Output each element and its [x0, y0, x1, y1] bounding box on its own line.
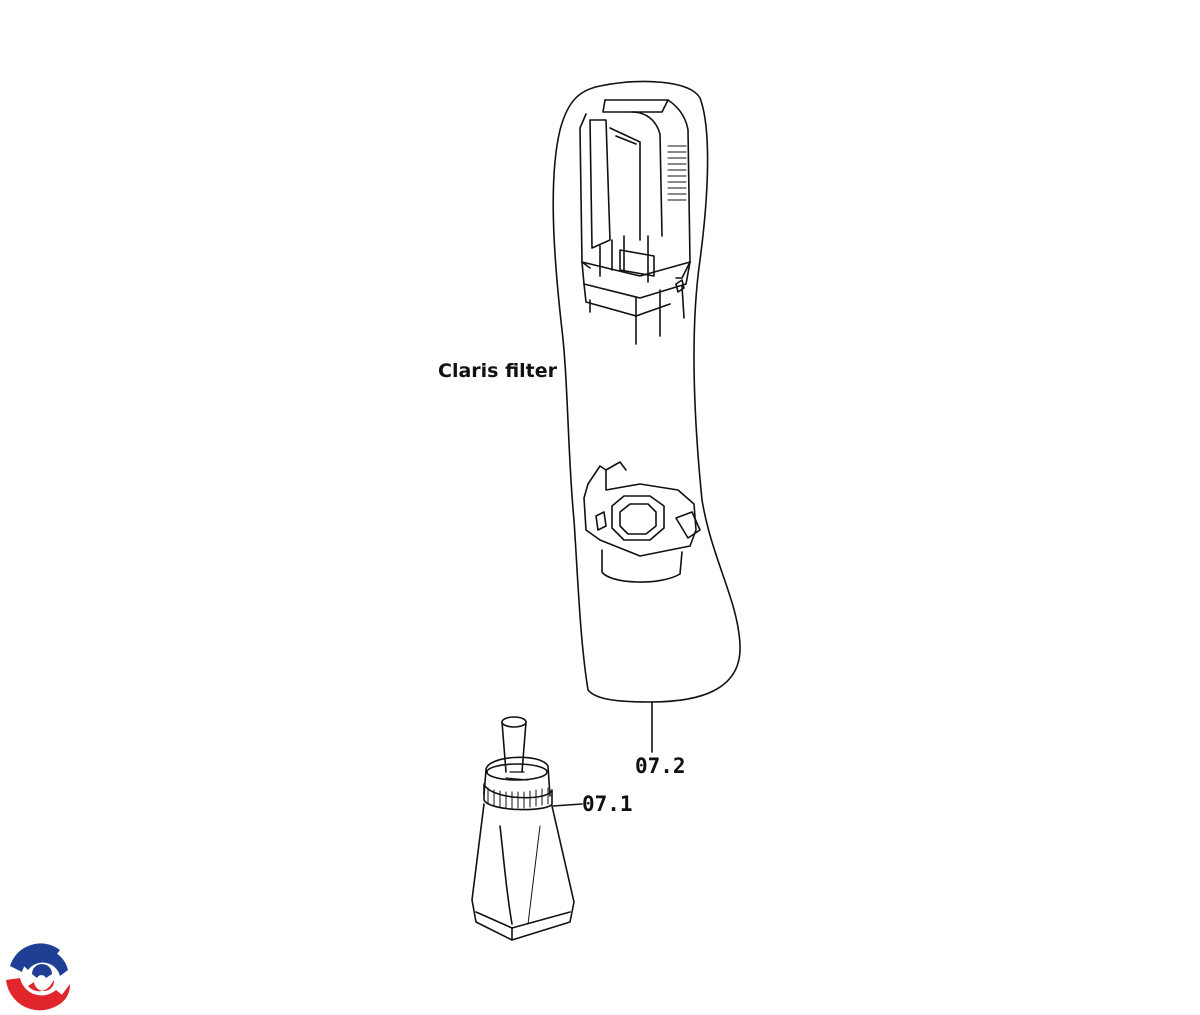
lower-hex-adapter — [583, 461, 701, 583]
callout-label-07-1: 07.1 — [582, 792, 633, 816]
diagram-title-label: Claris filter — [438, 360, 558, 382]
callout-label-07-2: 07.2 — [635, 754, 686, 778]
claris-filter-cartridge — [471, 716, 575, 941]
upper-handle-bracket — [579, 99, 691, 345]
filter-housing-outline — [552, 80, 741, 703]
callout-leader-07-1 — [552, 803, 583, 807]
brand-swirl-logo-icon — [6, 942, 74, 1011]
